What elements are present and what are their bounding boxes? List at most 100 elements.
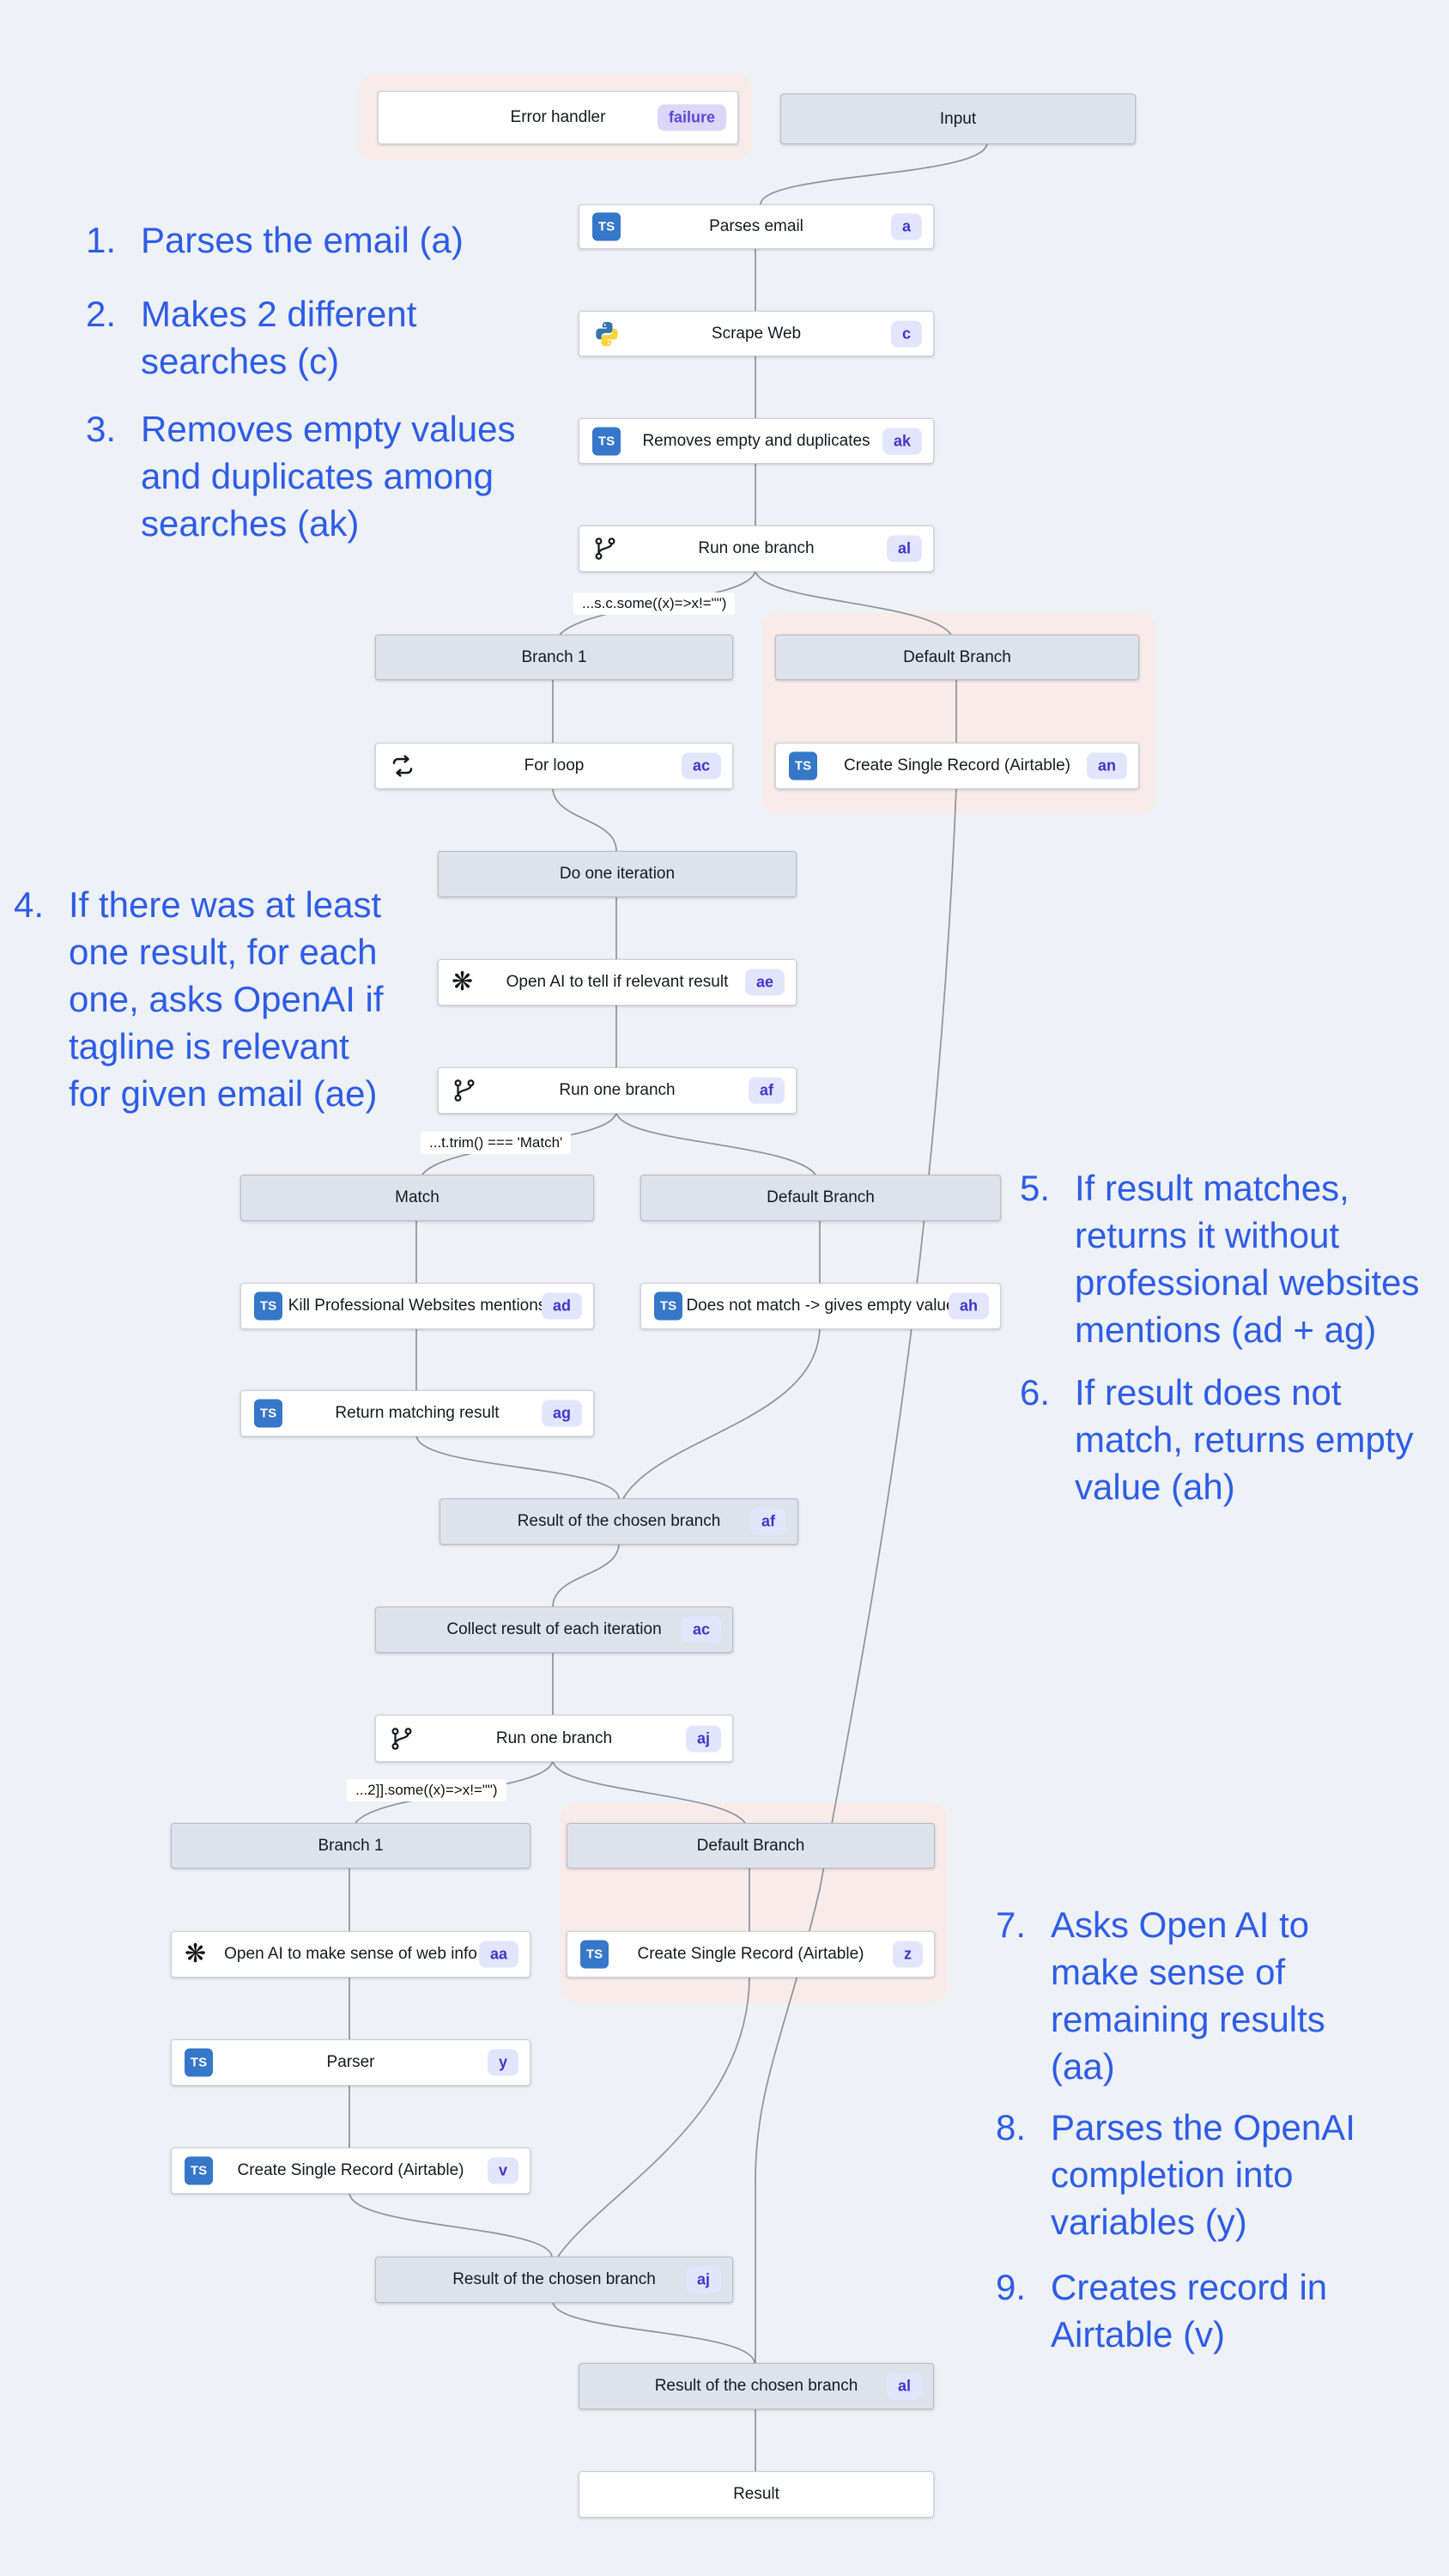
edge-runal-default1	[755, 569, 952, 635]
node-kill-mentions[interactable]: TS Kill Professional Websites mentions a…	[240, 1283, 594, 1329]
node-label: Default Branch	[903, 647, 1011, 666]
node-run-one-branch-al[interactable]: Run one branch al	[579, 526, 934, 572]
node-branch-1[interactable]: Branch 1	[375, 635, 733, 680]
node-label: Collect result of each iteration	[446, 1620, 662, 1638]
failure-badge: failure	[657, 104, 726, 131]
annotation-number: 9.	[996, 2267, 1027, 2307]
annotation-7: 7. Asks Open AI to make sense of remaini…	[996, 1901, 1325, 2090]
node-parses-email[interactable]: TS Parses email a	[579, 204, 934, 249]
openai-icon: ❋	[185, 1940, 207, 1968]
node-badge: z	[893, 1941, 923, 1968]
node-result-chosen-al[interactable]: Result of the chosen branch al	[579, 2363, 934, 2409]
edge-v-resultaj	[349, 2191, 553, 2257]
node-label: Run one branch	[559, 1081, 676, 1099]
node-label: Branch 1	[521, 647, 587, 666]
node-collect-result[interactable]: Collect result of each iteration ac	[375, 1607, 733, 1653]
node-result-chosen-af[interactable]: Result of the chosen branch af	[440, 1498, 798, 1545]
node-parser[interactable]: TS Parser y	[171, 2039, 530, 2086]
node-result-chosen-aj[interactable]: Result of the chosen branch aj	[375, 2257, 733, 2303]
condition-label-aj[interactable]: ...2]].some((x)=>x!="")	[347, 1779, 506, 1801]
annotation-number: 7.	[996, 1905, 1027, 1945]
node-label: Does not match -> gives empty value	[686, 1297, 955, 1315]
node-match[interactable]: Match	[240, 1175, 594, 1221]
node-badge: ag	[541, 1400, 582, 1427]
node-label: Kill Professional Websites mentions	[288, 1297, 547, 1315]
node-error-handler[interactable]: Error handler failure	[378, 91, 738, 144]
node-scrape-web[interactable]: Scrape Web c	[579, 311, 934, 356]
typescript-icon: TS	[185, 2048, 213, 2077]
annotation-4: 4. If there was at least one result, for…	[14, 881, 384, 1117]
edge-input-parses	[760, 142, 988, 205]
annotation-text: Asks Open AI to make sense of remaining …	[1051, 1905, 1325, 2087]
python-icon	[592, 319, 621, 349]
node-input[interactable]: Input	[780, 94, 1136, 144]
node-label: Parser	[326, 2053, 375, 2071]
annotation-text: Creates record in Airtable (v)	[1051, 2267, 1328, 2354]
node-label: Branch 1	[318, 1836, 384, 1855]
node-badge: al	[886, 535, 922, 562]
node-branch-1b[interactable]: Branch 1	[171, 1823, 530, 1868]
node-badge: ah	[948, 1292, 989, 1320]
node-label: Create Single Record (Airtable)	[237, 2161, 464, 2179]
annotation-text: Removes empty values and duplicates amon…	[141, 409, 516, 544]
node-return-matching[interactable]: TS Return matching result ag	[240, 1390, 594, 1437]
annotation-5: 5. If result matches, returns it without…	[1020, 1164, 1420, 1353]
node-badge: ac	[681, 752, 721, 780]
typescript-icon: TS	[654, 1291, 682, 1321]
git-branch-icon	[389, 1726, 415, 1752]
annotation-text: Makes 2 different searches (c)	[141, 294, 417, 381]
node-default-branch-3[interactable]: Default Branch	[567, 1823, 935, 1868]
typescript-icon: TS	[254, 1399, 282, 1428]
annotation-number: 8.	[996, 2107, 1027, 2148]
typescript-icon: TS	[789, 751, 817, 781]
node-create-record-an[interactable]: TS Create Single Record (Airtable) an	[775, 743, 1139, 789]
node-badge: an	[1086, 752, 1127, 780]
node-create-record-z[interactable]: TS Create Single Record (Airtable) z	[567, 1931, 935, 1978]
annotation-9: 9. Creates record in Airtable (v)	[996, 2263, 1327, 2358]
node-label: Create Single Record (Airtable)	[637, 1945, 864, 1963]
node-label: Result of the chosen branch	[654, 2377, 858, 2395]
node-removes-empty[interactable]: TS Removes empty and duplicates ak	[579, 418, 934, 464]
annotation-text: Parses the email (a)	[141, 220, 464, 260]
edge-runaj-default3	[552, 1759, 746, 1824]
edge-ag-resultaf	[415, 1434, 620, 1499]
node-label: Result of the chosen branch	[452, 2270, 656, 2288]
node-badge: al	[886, 2372, 922, 2400]
node-badge: aa	[478, 1941, 518, 1968]
node-openai-relevant[interactable]: ❋ Open AI to tell if relevant result ae	[438, 959, 797, 1005]
annotation-1: 1. Parses the email (a)	[86, 216, 464, 264]
condition-label-al[interactable]: ...s.c.some((x)=>x!="")	[573, 592, 736, 615]
node-for-loop[interactable]: For loop ac	[375, 743, 733, 789]
node-run-one-branch-aj[interactable]: Run one branch aj	[375, 1715, 733, 1762]
typescript-icon: TS	[580, 1940, 609, 1969]
node-label: Default Branch	[696, 1836, 805, 1855]
node-badge: v	[487, 2157, 518, 2184]
node-label: Result	[733, 2485, 779, 2503]
condition-label-af[interactable]: ...t.trim() === 'Match'	[421, 1132, 572, 1154]
node-badge: aj	[685, 2266, 721, 2293]
node-badge: ad	[541, 1292, 582, 1320]
node-result[interactable]: Result	[579, 2471, 934, 2518]
node-badge: ac	[681, 1616, 721, 1643]
node-create-record-v[interactable]: TS Create Single Record (Airtable) v	[171, 2148, 530, 2194]
annotation-text: If result matches, returns it without pr…	[1075, 1168, 1420, 1350]
annotation-8: 8. Parses the OpenAI completion into var…	[996, 2104, 1355, 2245]
edge-ah-resultaf	[622, 1327, 821, 1499]
typescript-icon: TS	[592, 212, 621, 241]
node-do-one-iteration[interactable]: Do one iteration	[438, 851, 797, 897]
edge-z-resultaj	[557, 1975, 750, 2257]
node-label: Run one branch	[495, 1728, 613, 1747]
edge-runaf-default2	[615, 1111, 816, 1176]
node-does-not-match[interactable]: TS Does not match -> gives empty value a…	[640, 1283, 1001, 1329]
node-label: Match	[395, 1188, 440, 1206]
node-openai-make-sense[interactable]: ❋ Open AI to make sense of web info aa	[171, 1931, 530, 1978]
node-label: Parses email	[709, 217, 803, 235]
node-default-branch-1[interactable]: Default Branch	[775, 635, 1139, 680]
node-run-one-branch-af[interactable]: Run one branch af	[438, 1067, 797, 1114]
node-label: Open AI to make sense of web info	[224, 1945, 477, 1963]
typescript-icon: TS	[592, 427, 621, 455]
edge-resultaj-resultal	[552, 2300, 755, 2364]
node-default-branch-2[interactable]: Default Branch	[640, 1175, 1001, 1221]
typescript-icon: TS	[254, 1291, 282, 1321]
node-badge: ae	[744, 969, 785, 996]
